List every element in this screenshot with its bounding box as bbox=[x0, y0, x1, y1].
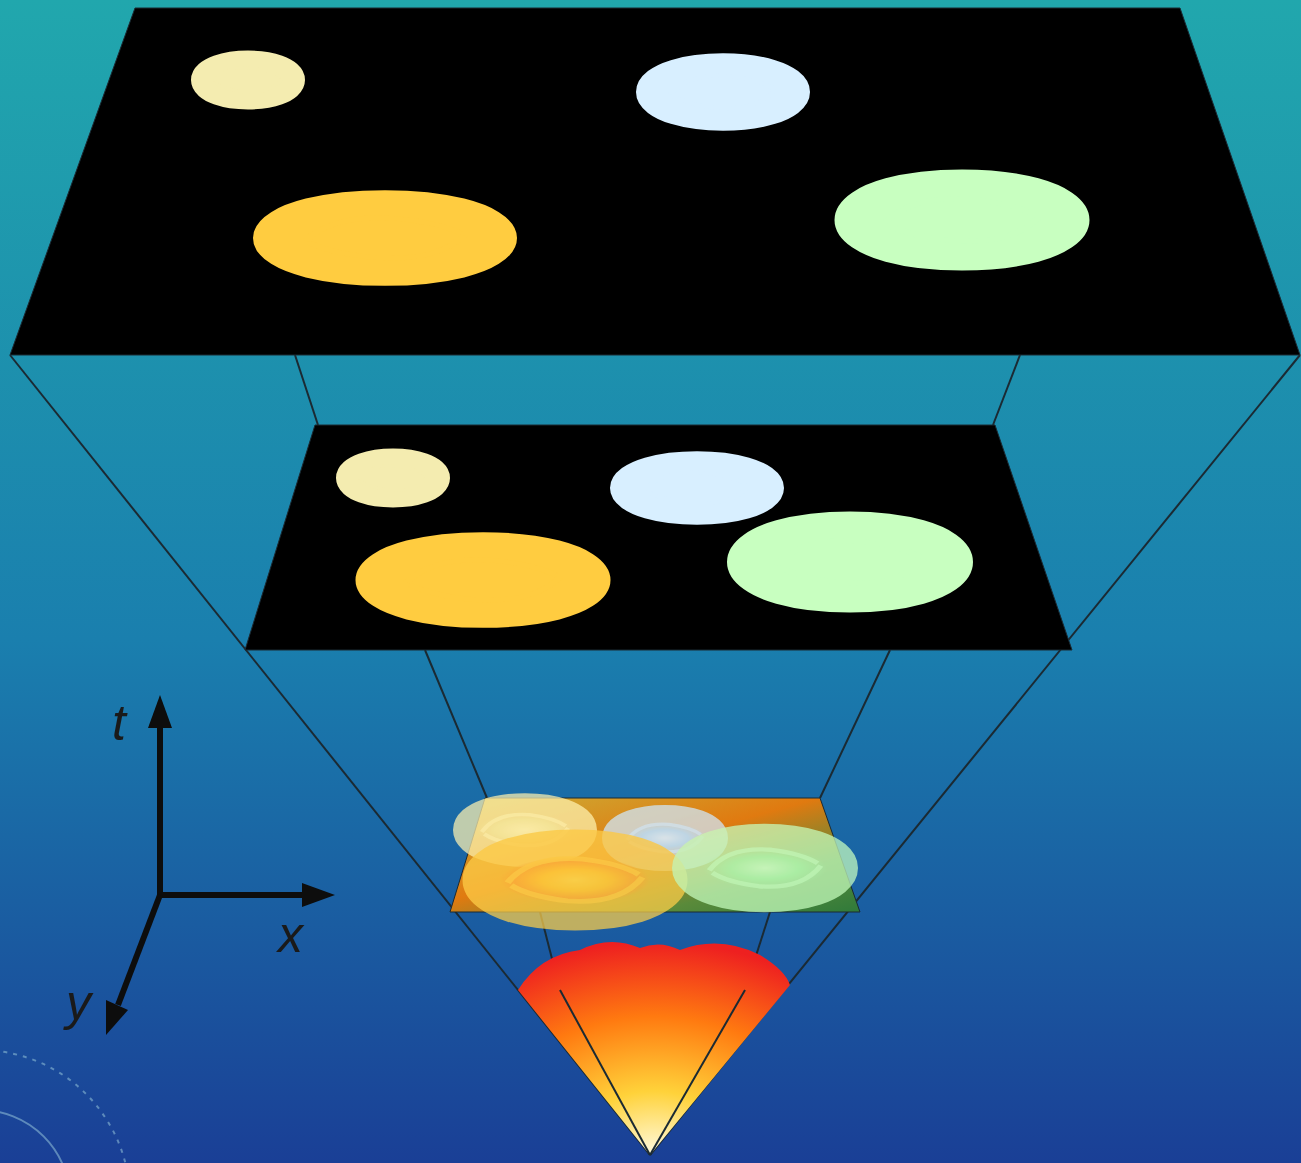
x-axis-label: x bbox=[278, 910, 303, 960]
y-axis-label: y bbox=[66, 978, 91, 1028]
time-axis-label: t bbox=[112, 698, 126, 748]
